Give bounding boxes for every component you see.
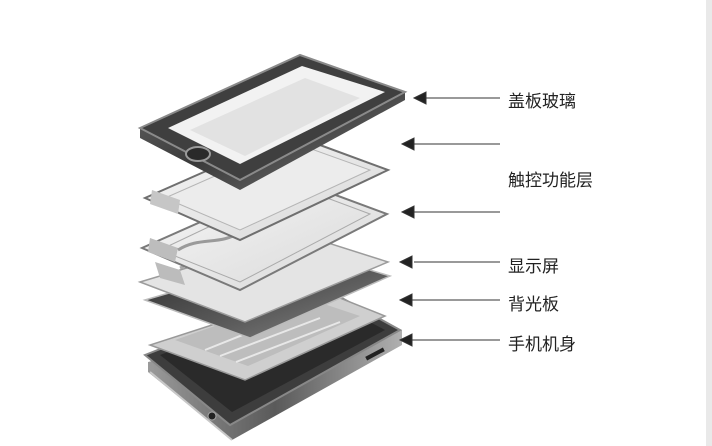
label-cover-glass: 盖板玻璃 [508, 92, 576, 112]
label-backlight: 背光板 [508, 295, 559, 315]
label-phone-body: 手机机身 [508, 335, 576, 355]
cover-glass-layer [137, 53, 408, 190]
right-edge-shade [706, 0, 712, 446]
label-touch-layer: 触控功能层 [508, 171, 593, 191]
label-display: 显示屏 [508, 257, 559, 277]
pointer-arrows [398, 91, 500, 347]
